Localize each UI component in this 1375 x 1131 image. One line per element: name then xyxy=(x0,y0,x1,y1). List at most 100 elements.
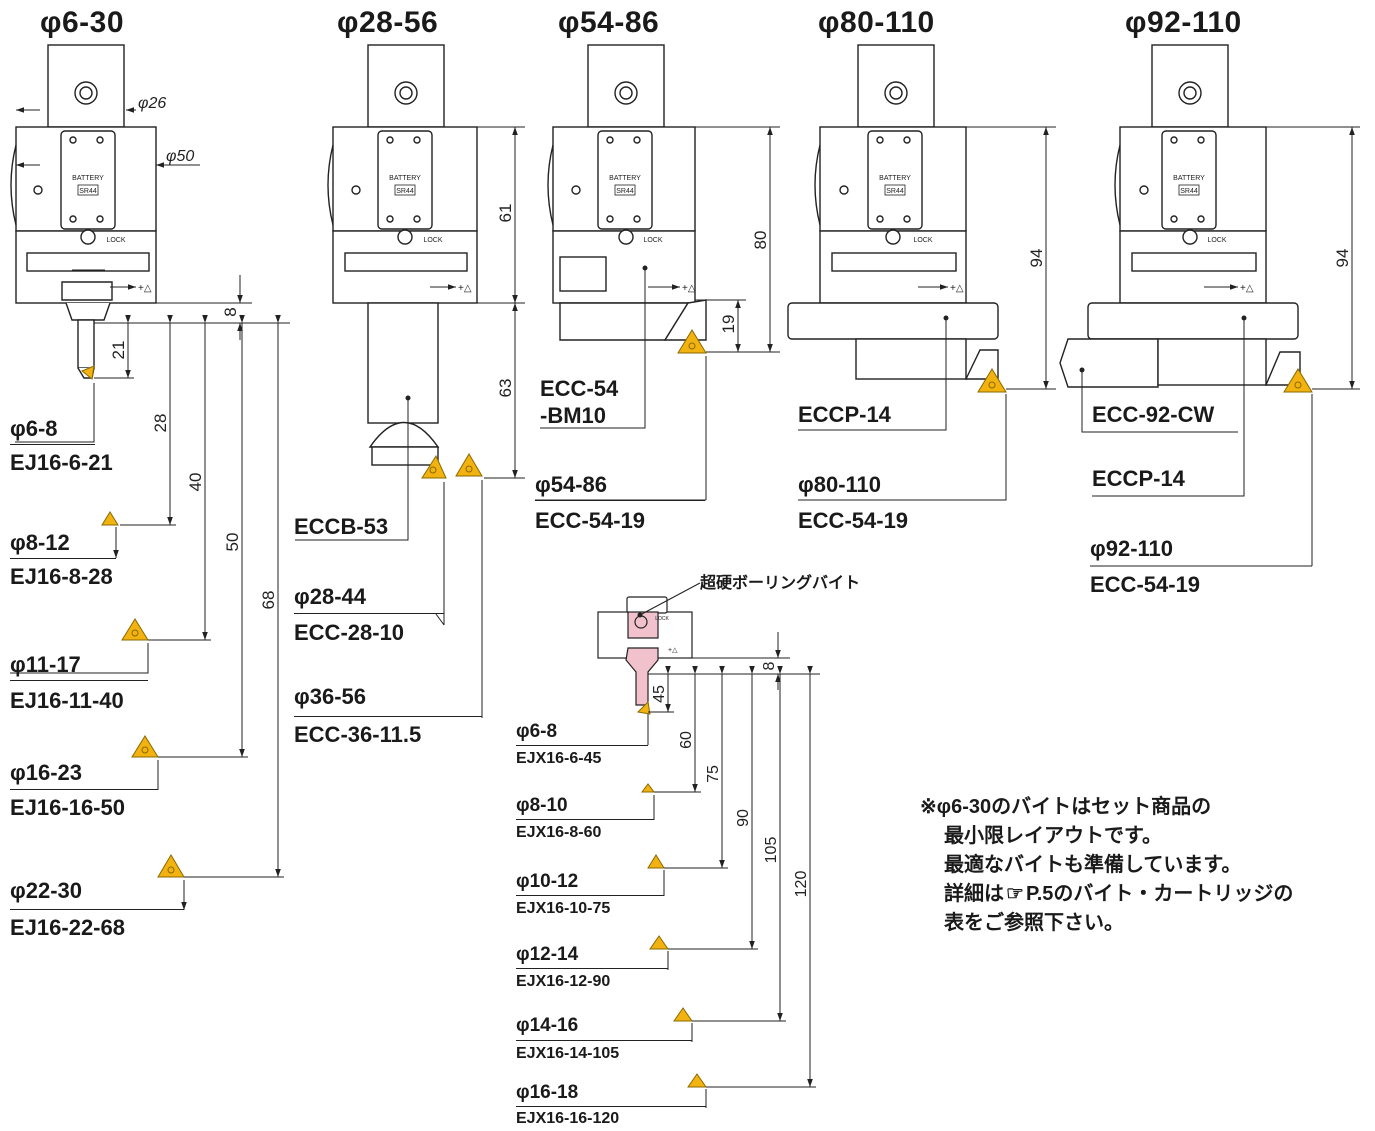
dim-s45: 45 xyxy=(651,685,668,703)
col4-holder: ECCP-14 xyxy=(798,402,891,427)
small-range-2: φ8-10 xyxy=(516,795,568,816)
left-range-4: φ16-23 xyxy=(10,760,83,785)
dim-phi50: φ50 xyxy=(166,148,194,165)
small-range-1: φ6-8 xyxy=(516,721,558,742)
boring-head-3 xyxy=(547,44,707,341)
left-range-5: φ22-30 xyxy=(10,878,83,903)
left-range-3: φ11-17 xyxy=(10,652,81,677)
col5-holder-2: ECCP-14 xyxy=(1092,466,1185,491)
lock-text: LOCK xyxy=(1207,237,1226,244)
dim-68: 68 xyxy=(259,591,278,610)
left-range-1: φ6-8 xyxy=(10,416,58,441)
small-model-2: EJX16-8-60 xyxy=(516,824,602,841)
left-model-3: EJ16-11-40 xyxy=(10,688,124,713)
col5-model: ECC-54-19 xyxy=(1090,572,1201,597)
sr44-text: SR44 xyxy=(616,188,634,195)
dim-s60: 60 xyxy=(678,731,695,749)
boring-head-1 xyxy=(10,44,157,379)
col2-shank-label: ECCB-53 xyxy=(294,514,389,539)
boring-head-5 xyxy=(1059,44,1301,388)
col3-model: ECC-54-19 xyxy=(535,508,646,533)
battery-text: BATTERY xyxy=(879,175,911,182)
sr44-text: SR44 xyxy=(396,188,414,195)
small-model-1: EJX16-6-45 xyxy=(516,750,602,767)
small-model-6: EJX16-16-120 xyxy=(516,1110,620,1127)
small-boring-tool xyxy=(597,596,693,706)
dim-94a: 94 xyxy=(1027,249,1046,268)
small-range-6: φ16-18 xyxy=(516,1082,579,1103)
plus-delta-text: +△ xyxy=(668,647,678,654)
small-model-4: EJX16-12-90 xyxy=(516,973,611,990)
col3-holder-line1: ECC-54 xyxy=(540,376,619,401)
dim-s105: 105 xyxy=(763,837,780,864)
col5-holder: ECC-92-CW xyxy=(1092,402,1215,427)
dim-s75: 75 xyxy=(705,765,722,783)
col2-range-2: φ36-56 xyxy=(294,684,367,709)
dim-s8: 8 xyxy=(761,661,778,670)
dim-63: 63 xyxy=(496,379,515,398)
boring-head-2 xyxy=(327,44,478,466)
lock-text: LOCK xyxy=(106,237,125,244)
col3-holder-line2: -BM10 xyxy=(540,403,607,428)
pointing-hand-icon: ☞ xyxy=(1006,883,1024,905)
small-range-5: φ14-16 xyxy=(516,1015,579,1036)
plus-delta-text: +△ xyxy=(682,283,696,294)
dim-s120: 120 xyxy=(793,871,810,898)
boring-head-4 xyxy=(787,44,999,380)
col4-range: φ80-110 xyxy=(798,472,882,497)
lock-text: LOCK xyxy=(643,237,662,244)
dim-28: 28 xyxy=(151,414,170,433)
plus-delta-text: +△ xyxy=(950,283,964,294)
dim-94b: 94 xyxy=(1333,249,1352,268)
dim-61: 61 xyxy=(496,204,515,223)
dim-phi26: φ26 xyxy=(138,95,166,112)
col5-range: φ92-110 xyxy=(1090,536,1174,561)
left-model-4: EJ16-16-50 xyxy=(10,795,125,820)
header-phi80-110: φ80-110 xyxy=(818,6,935,39)
plus-delta-text: +△ xyxy=(1240,283,1254,294)
lock-text: LOCK xyxy=(423,237,442,244)
sr44-text: SR44 xyxy=(886,188,904,195)
header-phi54-86: φ54-86 xyxy=(558,6,660,39)
battery-text: BATTERY xyxy=(389,175,421,182)
battery-text: BATTERY xyxy=(609,175,641,182)
lock-text: LOCK xyxy=(655,616,669,622)
dim-21: 21 xyxy=(109,341,128,360)
col4-model: ECC-54-19 xyxy=(798,508,909,533)
col2-model-2: ECC-36-11.5 xyxy=(294,722,422,747)
note-line-5: 表をご参照下さい。 xyxy=(944,912,1124,934)
note-block: ※φ6-30のバイトはセット商品の 最小限レイアウトです。 最適なバイトも準備し… xyxy=(920,793,1293,938)
small-tool-title: 超硬ボーリングバイト xyxy=(700,575,861,592)
dim-s90: 90 xyxy=(735,809,752,827)
small-model-3: EJX16-10-75 xyxy=(516,900,611,917)
note-line-3: 最適なバイトも準備しています。 xyxy=(944,854,1242,876)
dim-80: 80 xyxy=(751,231,770,250)
dim-50: 50 xyxy=(223,533,242,552)
battery-text: BATTERY xyxy=(1173,175,1205,182)
lock-text: LOCK xyxy=(913,237,932,244)
note-line-4-post: P.5のバイト・カートリッジの xyxy=(1025,883,1294,905)
left-model-1: EJ16-6-21 xyxy=(10,450,113,475)
note-line-4-pre: 詳細は xyxy=(944,883,1004,905)
sr44-text: SR44 xyxy=(1180,188,1198,195)
small-range-4: φ12-14 xyxy=(516,944,579,965)
plus-delta-text: +△ xyxy=(458,283,472,294)
dim-40: 40 xyxy=(186,473,205,492)
plus-delta-text: +△ xyxy=(138,283,152,294)
col2-model-1: ECC-28-10 xyxy=(294,620,405,645)
header-phi92-110: φ92-110 xyxy=(1125,6,1242,39)
battery-text: BATTERY xyxy=(72,175,104,182)
header-phi6-30: φ6-30 xyxy=(40,6,125,39)
header-phi28-56: φ28-56 xyxy=(337,6,439,39)
dim-19: 19 xyxy=(719,315,738,334)
left-model-2: EJ16-8-28 xyxy=(10,564,113,589)
col3-range: φ54-86 xyxy=(535,472,608,497)
note-line-1: ※φ6-30のバイトはセット商品の xyxy=(920,796,1212,818)
note-line-2: 最小限レイアウトです。 xyxy=(944,825,1162,847)
note-line-4: 詳細は☞P.5のバイト・カートリッジの xyxy=(920,880,1293,909)
left-range-2: φ8-12 xyxy=(10,530,70,555)
small-model-5: EJX16-14-105 xyxy=(516,1045,620,1062)
small-range-3: φ10-12 xyxy=(516,871,579,892)
